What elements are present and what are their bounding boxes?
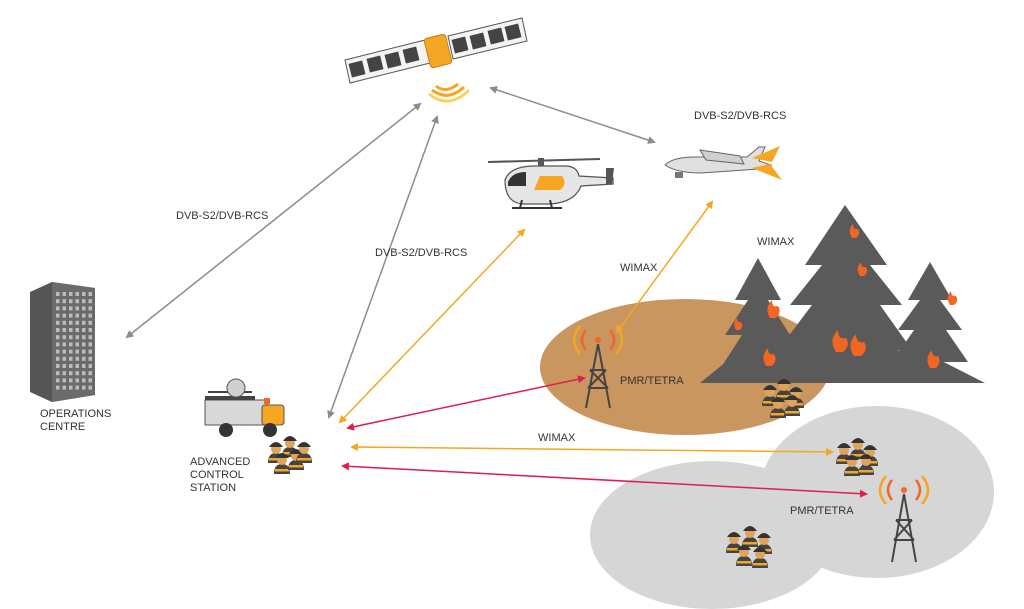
acs-label-line3: STATION: [190, 482, 237, 494]
operations-centre-label: OPERATIONS CENTRE: [40, 408, 111, 434]
firefighter-group-icon: [836, 438, 878, 476]
acs-label-line2: CONTROL: [190, 469, 244, 481]
helicopter-icon: [487, 158, 614, 209]
wimax-label-drone: WIMAX: [620, 262, 658, 274]
pmr-label-brown: PMR/TETRA: [620, 375, 684, 387]
wimax-label-forest: WIMAX: [757, 236, 795, 248]
link-acs-satellite: [327, 115, 439, 419]
dvb-label-drone: DVB-S2/DVB-RCS: [694, 110, 787, 122]
building-icon: [30, 282, 95, 402]
link-acs-tower-brown: [346, 375, 586, 431]
drone-icon: [664, 146, 782, 180]
radio-tower-icon: [572, 325, 624, 409]
satellite-icon: [344, 17, 528, 103]
firefighter-group-icon: [268, 436, 312, 474]
advanced-control-station-label: ADVANCED CONTROL STATION: [190, 456, 250, 495]
link-acs-firefighters-wimax: [350, 443, 834, 456]
firefighter-group-icon: [726, 526, 772, 568]
link-acs-tower-gray: [341, 462, 868, 498]
operations-label-line1: OPERATIONS: [40, 408, 112, 420]
dvb-label-acs: DVB-S2/DVB-RCS: [375, 247, 468, 259]
link-ops-satellite: [125, 102, 422, 339]
firefighter-group-icon: [762, 379, 804, 418]
gray-coverage-zone-upper: [760, 406, 994, 578]
operations-label-line2: CENTRE: [40, 421, 86, 433]
fire-truck-icon: [204, 378, 285, 437]
wimax-label-link: WIMAX: [538, 432, 576, 444]
link-satellite-drone: [489, 86, 656, 144]
burning-forest-icon: [700, 205, 985, 383]
acs-label-line1: ADVANCED: [190, 456, 251, 468]
pmr-label-gray: PMR/TETRA: [790, 505, 854, 517]
link-drone-zone: [615, 200, 714, 334]
dvb-label-ops: DVB-S2/DVB-RCS: [176, 210, 269, 222]
radio-tower-icon: [878, 475, 930, 563]
